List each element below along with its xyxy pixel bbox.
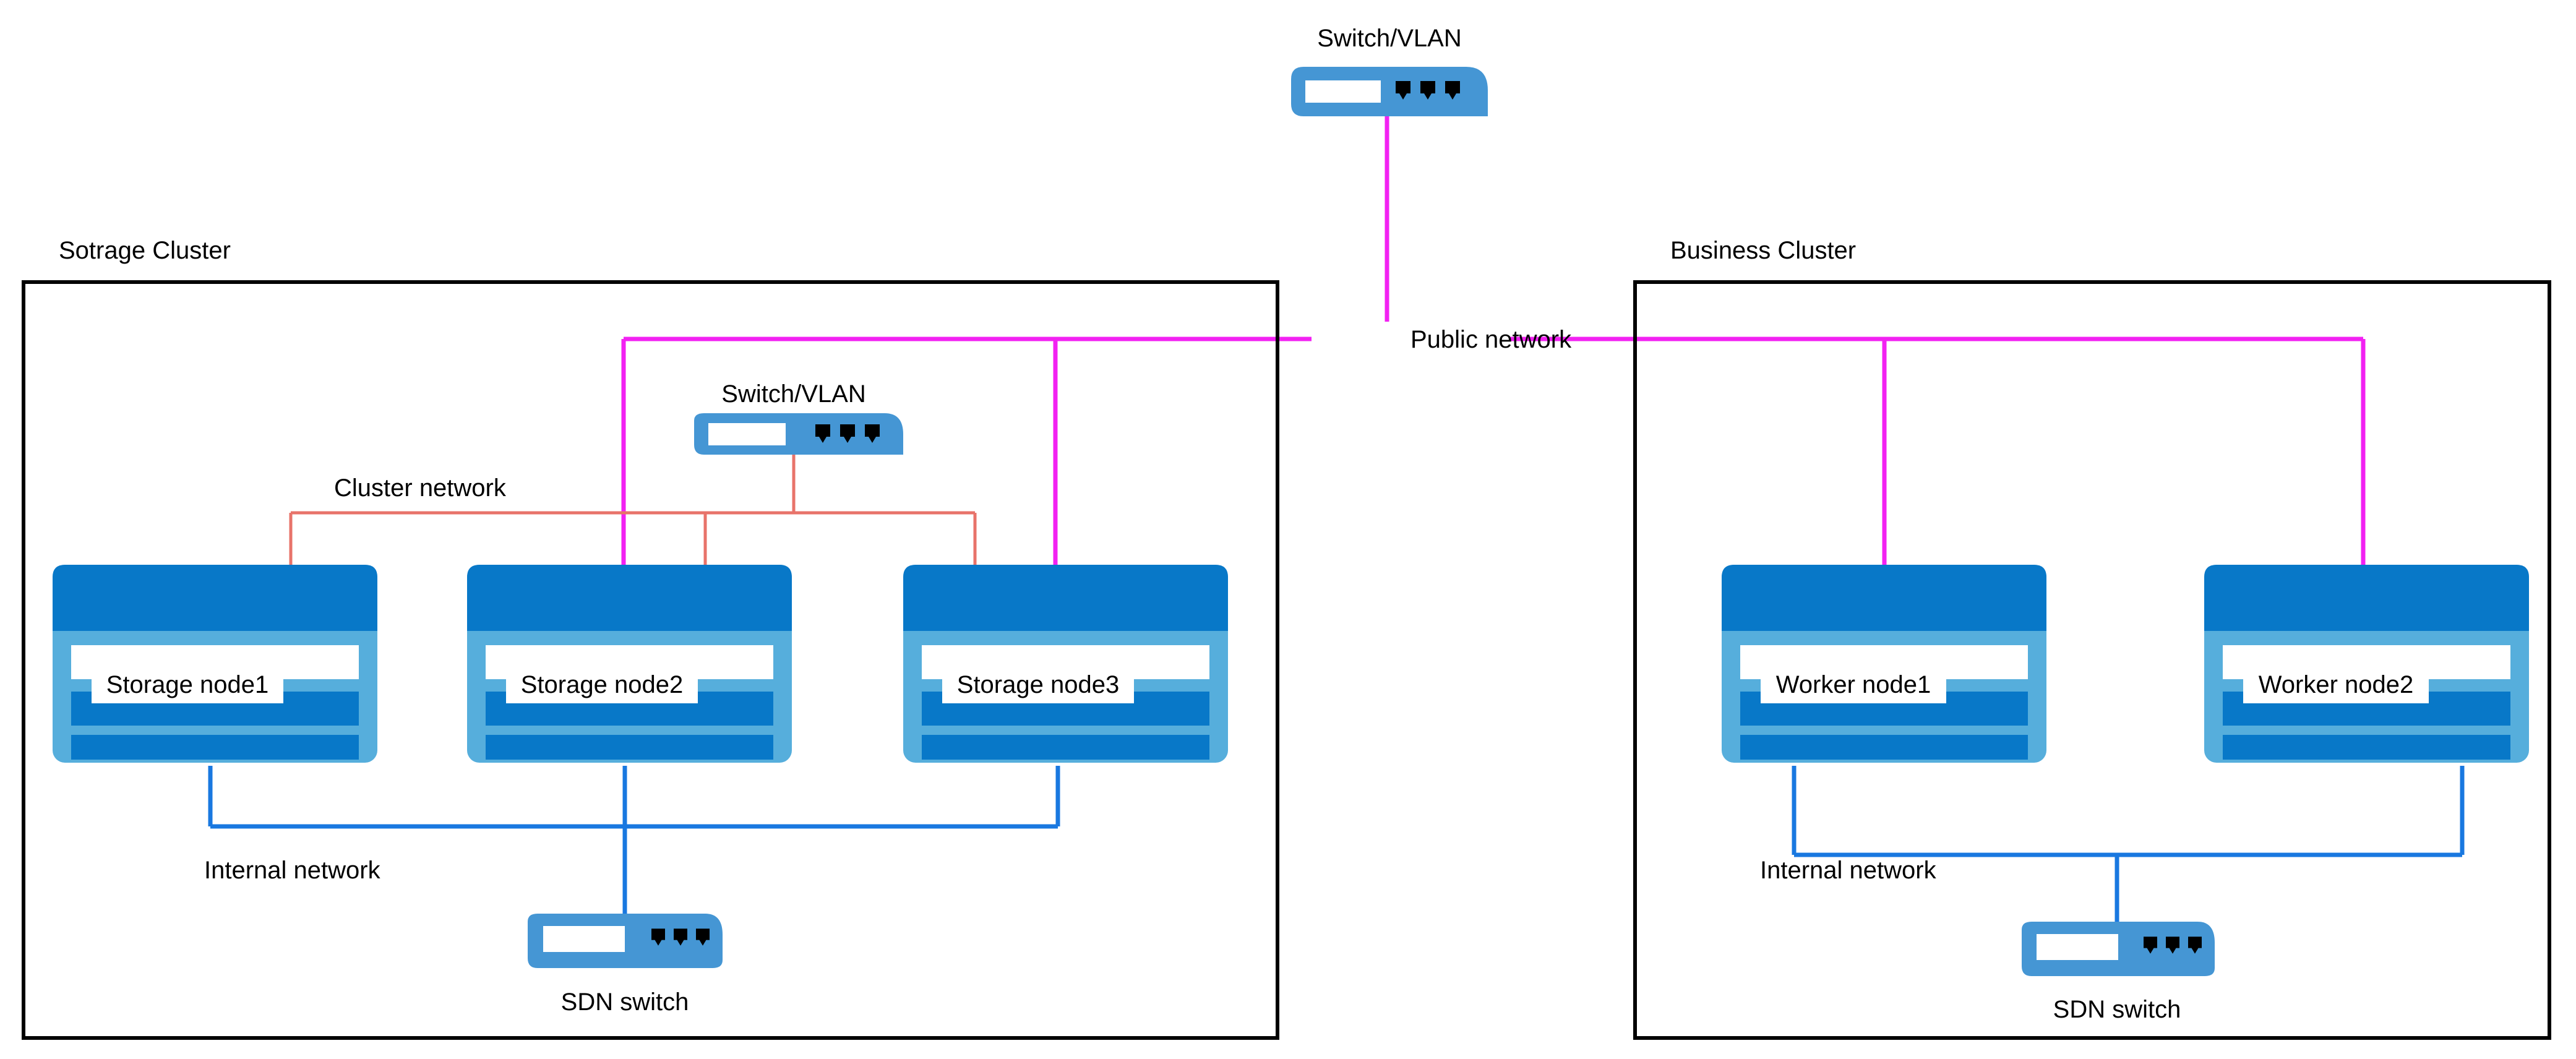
storage-node-3[interactable]: Storage node3 [903, 565, 1228, 763]
business-cluster-title: Business Cluster [1670, 237, 1856, 264]
switch-icon [1291, 67, 1488, 116]
worker-node-2-label: Worker node2 [2259, 671, 2414, 698]
storage-internal-network-links [208, 766, 1060, 914]
business-sdn-switch-label: SDN switch [2053, 996, 2181, 1023]
storage-node-3-label: Storage node3 [957, 671, 1119, 698]
cluster-network-links [289, 455, 977, 565]
business-sdn-switch[interactable]: SDN switch [2022, 922, 2215, 1023]
worker-node-2[interactable]: Worker node2 [2204, 565, 2529, 763]
switch-icon [528, 914, 723, 968]
storage-node-1[interactable]: Storage node1 [53, 565, 377, 763]
worker-node-1[interactable]: Worker node1 [1722, 565, 2046, 763]
storage-sdn-switch-label: SDN switch [561, 988, 689, 1016]
storage-internal-network-label: Internal network [204, 857, 381, 884]
switch-icon [2022, 922, 2215, 976]
storage-node-2[interactable]: Storage node2 [467, 565, 792, 763]
storage-cluster-switch[interactable]: Switch/VLAN [694, 380, 903, 455]
storage-node-1-label: Storage node1 [106, 671, 268, 698]
public-network-label: Public network [1410, 326, 1572, 353]
business-internal-network-label: Internal network [1760, 857, 1937, 884]
storage-sdn-switch[interactable]: SDN switch [528, 914, 723, 1016]
business-cluster-box [1633, 280, 2551, 1040]
storage-cluster-title: Sotrage Cluster [59, 237, 231, 264]
switch-icon [694, 413, 903, 455]
storage-node-2-label: Storage node2 [521, 671, 683, 698]
public-network-links [621, 116, 2366, 565]
business-internal-network-links [1792, 766, 2465, 922]
storage-switch-label: Switch/VLAN [721, 380, 865, 408]
cluster-network-label: Cluster network [334, 474, 507, 502]
worker-node-1-label: Worker node1 [1776, 671, 1931, 698]
top-switch[interactable]: Switch/VLAN [1291, 25, 1488, 116]
top-switch-label: Switch/VLAN [1317, 25, 1461, 52]
storage-cluster-box [22, 280, 1279, 1040]
